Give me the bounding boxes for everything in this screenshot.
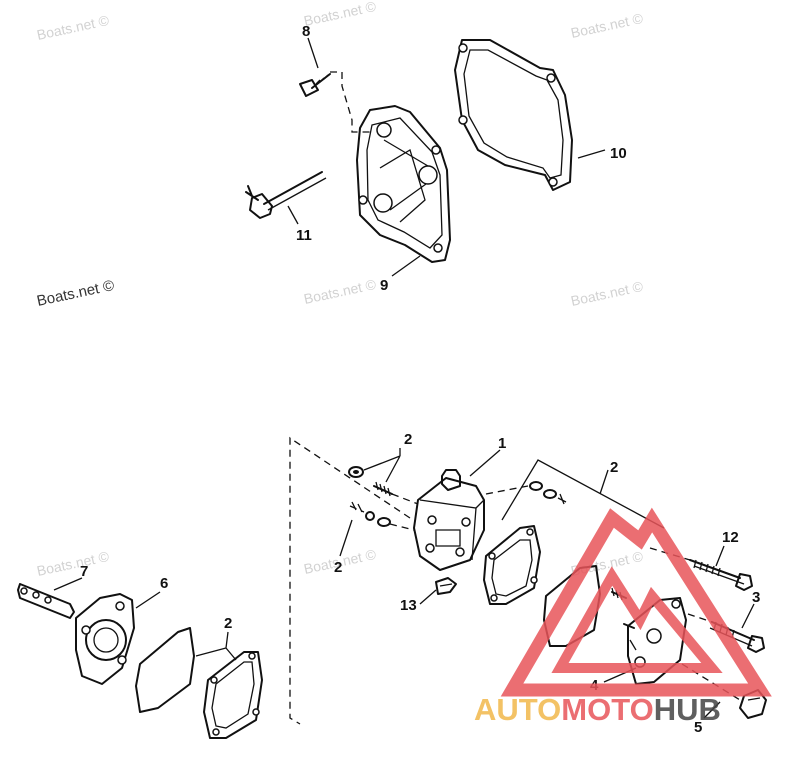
watermark: Boats.net ©: [569, 278, 645, 309]
callout-12: 12: [722, 529, 739, 546]
logo-text-moto: MOTO: [561, 692, 653, 727]
watermark: Boats.net ©: [35, 548, 111, 579]
clip-13: [435, 577, 457, 595]
callout-8: 8: [302, 23, 310, 40]
bracket-2-right: [501, 459, 665, 529]
pump-body-1: [413, 469, 485, 571]
valve-parts-2: [348, 466, 567, 531]
leader-5: [703, 701, 721, 719]
callout-2: 2: [610, 459, 618, 476]
callout-2: 2: [334, 559, 342, 576]
callout-13: 13: [400, 597, 417, 614]
gasket-2-left: [135, 627, 195, 713]
cover-plate-9: [356, 105, 451, 263]
leader-11: [287, 205, 299, 225]
callout-9: 9: [380, 277, 388, 294]
logo-triangle-outer: [500, 507, 772, 697]
leader-3: [741, 603, 755, 629]
callout-10: 10: [610, 145, 627, 162]
leader-10: [577, 149, 606, 159]
callout-7: 7: [80, 563, 88, 580]
watermark: Boats.net ©: [569, 10, 645, 41]
leader-1: [469, 449, 501, 477]
leader-7: [53, 577, 83, 591]
screw-8: [299, 71, 372, 133]
leader-9: [391, 255, 421, 277]
watermark: Boats.net ©: [35, 277, 115, 310]
logo-text: AUTOMOTOHUB: [474, 692, 721, 727]
logo-triangle-inner: [551, 566, 723, 673]
sensor-11: [245, 171, 327, 219]
gasket-2-right: [483, 525, 541, 605]
rod-7: [17, 583, 75, 619]
callout-2: 2: [404, 431, 412, 448]
leader-6: [135, 591, 161, 609]
callout-6: 6: [160, 575, 168, 592]
leader-8: [307, 37, 319, 69]
watermark: Boats.net ©: [302, 276, 378, 307]
logo-text-auto: AUTO: [474, 692, 561, 727]
leader-2-mid: [339, 519, 353, 557]
leader-2-left: [195, 631, 237, 661]
leader-2-top: [363, 448, 401, 483]
gasket-10: [454, 39, 573, 191]
leader-13: [419, 589, 437, 605]
callout-3: 3: [752, 589, 760, 606]
watermark: Boats.net ©: [302, 0, 378, 29]
callout-5: 5: [694, 719, 702, 736]
flange-6: [75, 593, 135, 685]
gasket-2-frame: [203, 651, 263, 739]
callout-11: 11: [296, 227, 312, 244]
leader-2-right: [599, 469, 609, 495]
screw-12: [649, 547, 753, 591]
automotohub-logo: AUTOMOTOHUB: [474, 507, 772, 727]
callout-2: 2: [224, 615, 232, 632]
watermark: Boats.net ©: [35, 12, 111, 43]
callout-1: 1: [498, 435, 506, 452]
leader-12: [715, 545, 725, 567]
assembly-dashline: [289, 436, 411, 725]
logo-text-hub: HUB: [654, 692, 721, 727]
